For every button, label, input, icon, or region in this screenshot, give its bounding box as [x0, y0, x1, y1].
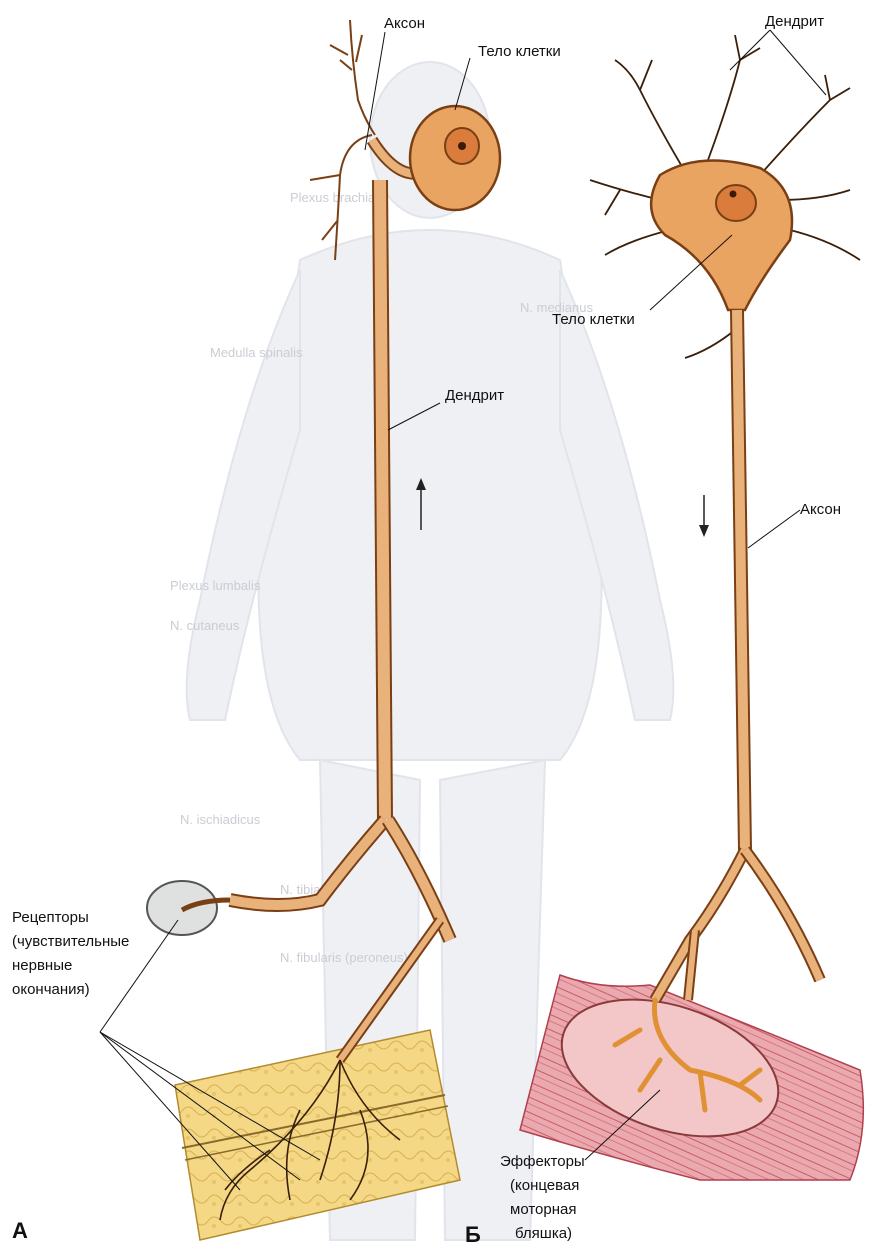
skin-tissue	[175, 1030, 460, 1240]
panel-label-a: А	[12, 1218, 28, 1244]
label-receptors-1: Рецепторы	[12, 908, 89, 927]
label-receptors-2: (чувствительные	[12, 932, 129, 951]
arrow-up-icon	[416, 478, 426, 530]
label-motor-axon: Аксон	[800, 500, 841, 519]
label-sensory-cell-body: Тело клетки	[478, 42, 561, 61]
label-motor-cell-body: Тело клетки	[552, 310, 635, 329]
label-effectors-1: Эффекторы	[500, 1152, 585, 1171]
label-receptors-4: окончания)	[12, 980, 90, 999]
panel-label-b: Б	[465, 1222, 481, 1248]
motor-neuron	[520, 30, 863, 1180]
label-effectors-3: моторная	[510, 1200, 576, 1219]
label-receptors-3: нервные	[12, 956, 72, 975]
label-sensory-axon: Аксон	[384, 14, 425, 33]
label-motor-dendrite: Дендрит	[765, 12, 824, 31]
motor-nucleus	[716, 185, 756, 221]
motor-cell-body	[651, 160, 792, 310]
arrow-down-icon	[699, 495, 709, 537]
label-effectors-4: бляшка)	[515, 1224, 572, 1243]
label-sensory-dendrite: Дендрит	[445, 386, 504, 405]
sensory-neuron	[100, 20, 500, 1240]
label-effectors-2: (концевая	[510, 1176, 579, 1195]
